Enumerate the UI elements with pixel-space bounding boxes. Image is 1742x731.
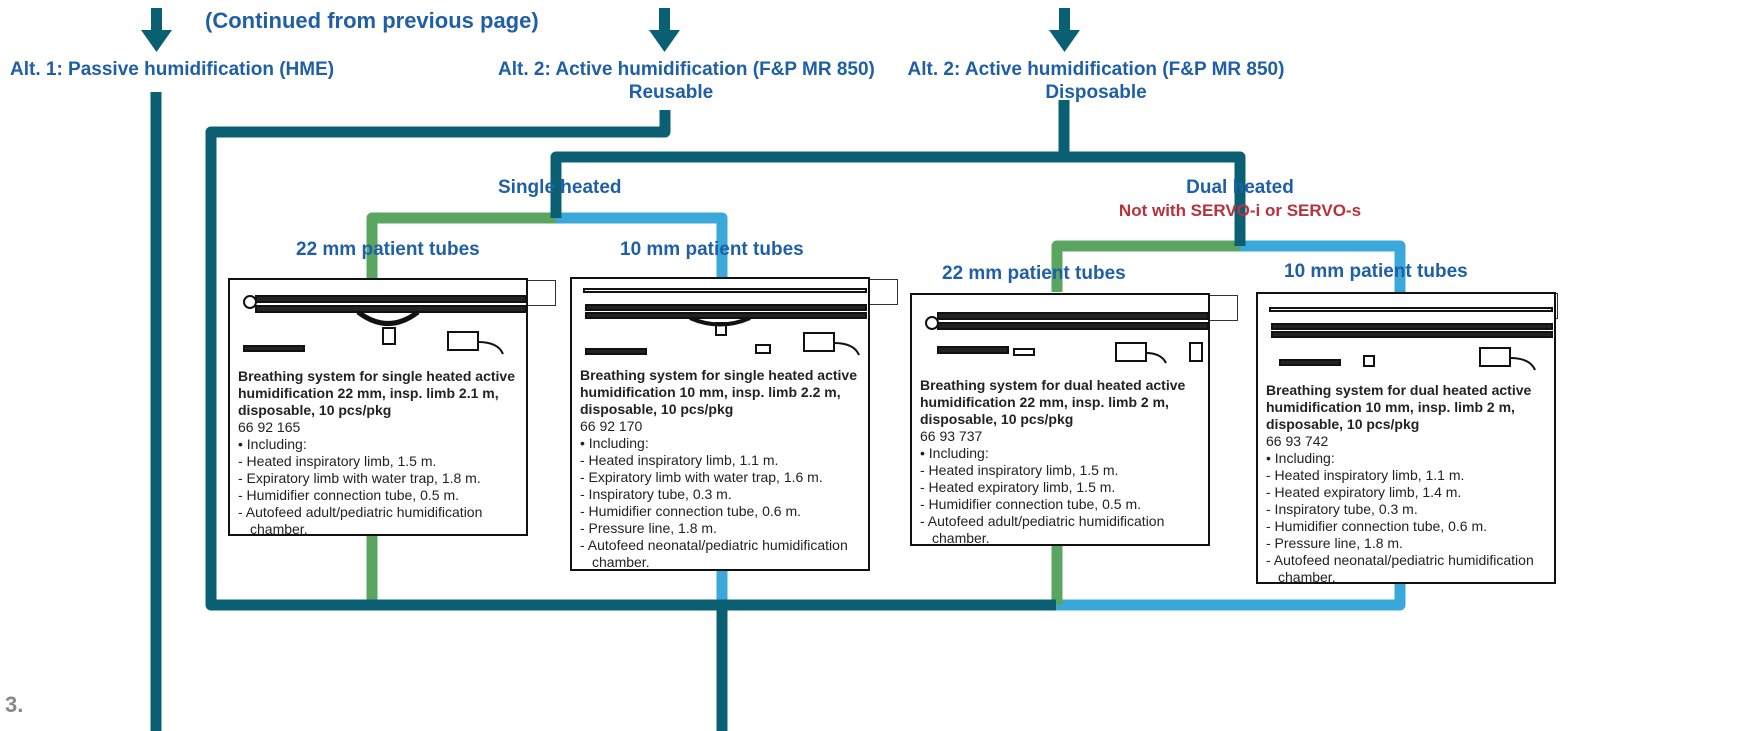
list-item: • Including: — [1266, 450, 1335, 466]
product-card: Breathing system for dual heated active … — [910, 293, 1210, 546]
list-item: - Autofeed neonatal/pediatric humidifica… — [580, 537, 848, 570]
list-item: - Inspiratory tube, 0.3 m. — [580, 486, 732, 502]
list-item: • Including: — [580, 435, 649, 451]
card-title: Breathing system for single heated activ… — [580, 367, 857, 417]
article-number: 66 92 165 — [238, 419, 301, 435]
card-tab — [1208, 295, 1238, 321]
breathing-system-image — [1266, 294, 1553, 382]
header-tubes-10-dual: 10 mm patient tubes — [1284, 261, 1468, 282]
list-item: - Heated expiratory limb, 1.5 m. — [920, 479, 1116, 495]
list-item: - Autofeed adult/pediatric humidificatio… — [920, 513, 1165, 546]
header-dual-heated-label: Dual heated — [1186, 177, 1294, 198]
item-list: • Including: - Heated inspiratory limb, … — [580, 435, 860, 571]
list-item: • Including: — [920, 445, 989, 461]
page-number: 3. — [5, 692, 24, 717]
item-list: • Including: - Heated inspiratory limb, … — [1266, 450, 1546, 586]
list-item: - Pressure line, 1.8 m. — [580, 520, 717, 536]
article-number: 66 93 742 — [1266, 433, 1329, 449]
list-item: - Heated inspiratory limb, 1.5 m. — [920, 462, 1119, 478]
down-arrow-icon — [649, 8, 680, 52]
main-lines — [150, 92, 1246, 731]
header-dual-warning: Not with SERVO-i or SERVO-s — [1118, 201, 1362, 220]
card-title: Breathing system for dual heated active … — [920, 377, 1186, 427]
list-item: - Expiratory limb with water trap, 1.6 m… — [580, 469, 823, 485]
header-alt2-disposable-line2: Disposable — [1045, 82, 1147, 103]
list-item: • Including: — [238, 436, 307, 452]
product-card: Breathing system for single heated activ… — [228, 278, 528, 538]
header-tubes-22-dual: 22 mm patient tubes — [942, 263, 1126, 284]
down-arrow-icon — [1049, 8, 1080, 52]
card-tab — [868, 279, 898, 305]
list-item: - Humidifier connection tube, 0.6 m. — [580, 503, 801, 519]
card-tab — [526, 280, 556, 306]
list-item: - Autofeed adult/pediatric humidificatio… — [238, 504, 483, 537]
list-item: - Heated inspiratory limb, 1.1 m. — [1266, 467, 1465, 483]
breathing-system-image — [920, 295, 1209, 377]
list-item: - Heated inspiratory limb, 1.5 m. — [238, 453, 437, 469]
list-item: - Heated inspiratory limb, 1.1 m. — [580, 452, 779, 468]
header-alt1: Alt. 1: Passive humidification (HME) — [10, 59, 335, 80]
header-tubes-10-single: 10 mm patient tubes — [620, 239, 804, 260]
header-alt2-reusable-line2: Reusable — [628, 82, 714, 103]
down-arrow-icon — [141, 8, 172, 52]
header-alt2-disposable-line1: Alt. 2: Active humidification (F&P MR 85… — [907, 59, 1285, 80]
item-list: • Including: - Heated inspiratory limb, … — [920, 445, 1200, 547]
header-alt2-disposable: Alt. 2: Active humidification (F&P MR 85… — [906, 58, 1286, 104]
header-dual-heated: Dual heated Not with SERVO-i or SERVO-s — [1090, 176, 1390, 222]
list-item: - Autofeed neonatal/pediatric humidifica… — [1266, 552, 1534, 585]
list-item: - Expiratory limb with water trap, 1.8 m… — [238, 470, 481, 486]
breathing-system-image — [238, 280, 527, 368]
header-alt2-reusable-line1: Alt. 2: Active humidification (F&P MR 85… — [498, 59, 875, 80]
breathing-system-image — [580, 279, 867, 367]
list-item: - Humidifier connection tube, 0.6 m. — [1266, 518, 1487, 534]
product-card: Breathing system for dual heated active … — [1256, 292, 1556, 586]
list-item: - Heated expiratory limb, 1.4 m. — [1266, 484, 1462, 500]
list-item: - Pressure line, 1.8 m. — [1266, 535, 1403, 551]
article-number: 66 92 170 — [580, 418, 643, 434]
header-alt2-reusable: Alt. 2: Active humidification (F&P MR 85… — [498, 58, 875, 104]
header-single-heated: Single heated — [498, 177, 622, 198]
branch-10mm-lines — [556, 212, 1406, 611]
list-item: - Humidifier connection tube, 0.5 m. — [238, 487, 459, 503]
branch-22mm-lines — [366, 212, 1240, 608]
list-item: - Humidifier connection tube, 0.5 m. — [920, 496, 1141, 512]
card-title: Breathing system for single heated activ… — [238, 368, 515, 418]
card-title: Breathing system for dual heated active … — [1266, 382, 1532, 432]
article-number: 66 93 737 — [920, 428, 983, 444]
list-item: - Inspiratory tube, 0.3 m. — [1266, 501, 1418, 517]
item-list: • Including: - Heated inspiratory limb, … — [238, 436, 518, 538]
header-tubes-22-single: 22 mm patient tubes — [296, 239, 480, 260]
product-card: Breathing system for single heated activ… — [570, 277, 870, 571]
continued-label: (Continued from previous page) — [205, 8, 539, 33]
